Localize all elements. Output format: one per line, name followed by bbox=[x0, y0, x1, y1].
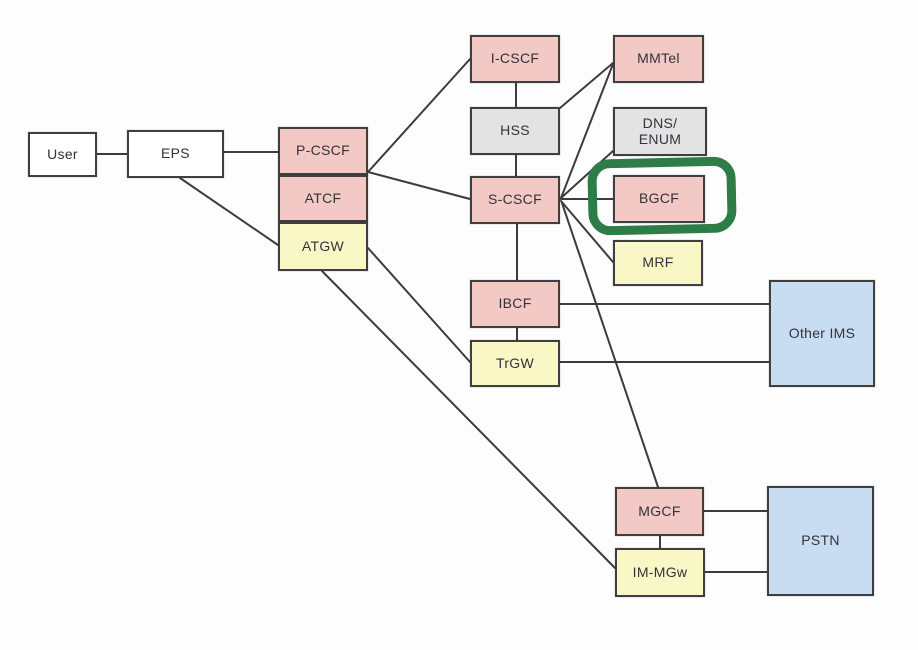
node-trgw-label: TrGW bbox=[496, 354, 534, 371]
node-atgw: ATGW bbox=[278, 222, 368, 271]
node-atgw-label: ATGW bbox=[301, 237, 345, 254]
node-p-cscf: P-CSCF bbox=[278, 127, 368, 175]
node-eps-label: EPS bbox=[161, 145, 190, 162]
node-ibcf: IBCF bbox=[470, 280, 560, 328]
node-im-mgw-label: IM-MGw bbox=[632, 563, 688, 580]
node-mmtel-label: MMTel bbox=[637, 50, 680, 67]
node-pstn-label: PSTN bbox=[801, 532, 840, 549]
node-hss-label: HSS bbox=[500, 122, 530, 139]
edge-pcscf-scscf bbox=[367, 171, 471, 200]
edge-scscf-mrf bbox=[560, 200, 614, 263]
node-user: User bbox=[28, 132, 97, 177]
edge-scscf-dns bbox=[560, 150, 614, 199]
node-trgw: TrGW bbox=[470, 340, 560, 387]
node-mrf-label: MRF bbox=[642, 254, 674, 271]
node-mrf: MRF bbox=[613, 240, 703, 286]
node-pstn: PSTN bbox=[767, 486, 874, 596]
node-other-ims: Other IMS bbox=[769, 280, 875, 387]
edge-atgw-immgw bbox=[321, 270, 616, 569]
node-i-cscf: I-CSCF bbox=[470, 35, 560, 83]
node-s-cscf: S-CSCF bbox=[470, 176, 560, 224]
edge-pcscf-icscf bbox=[367, 58, 471, 173]
node-dns-enum: DNS/ ENUM bbox=[613, 107, 707, 156]
edge-eps-atgw bbox=[179, 177, 279, 246]
node-user-label: User bbox=[47, 145, 78, 162]
node-s-cscf-label: S-CSCF bbox=[488, 191, 542, 208]
node-mgcf-label: MGCF bbox=[638, 502, 681, 519]
edge-atgw-trgw bbox=[367, 247, 471, 363]
node-p-cscf-label: P-CSCF bbox=[296, 142, 350, 159]
node-im-mgw: IM-MGw bbox=[615, 548, 705, 597]
node-i-cscf-label: I-CSCF bbox=[490, 50, 540, 67]
node-mmtel: MMTel bbox=[613, 35, 704, 83]
node-hss: HSS bbox=[470, 107, 560, 155]
node-dns-enum-label: DNS/ ENUM bbox=[638, 115, 682, 147]
node-eps: EPS bbox=[127, 130, 224, 178]
node-bgcf: BGCF bbox=[613, 175, 705, 223]
edge-hss-mmtel bbox=[559, 62, 614, 109]
node-ibcf-label: IBCF bbox=[498, 295, 532, 312]
node-atcf-label: ATCF bbox=[304, 189, 342, 206]
node-atcf: ATCF bbox=[278, 175, 368, 222]
node-other-ims-label: Other IMS bbox=[788, 324, 856, 341]
node-bgcf-label: BGCF bbox=[638, 190, 680, 207]
edge-scscf-mgcf bbox=[561, 202, 659, 488]
edge-scscf-mmtel bbox=[560, 63, 614, 199]
node-mgcf: MGCF bbox=[615, 487, 704, 536]
